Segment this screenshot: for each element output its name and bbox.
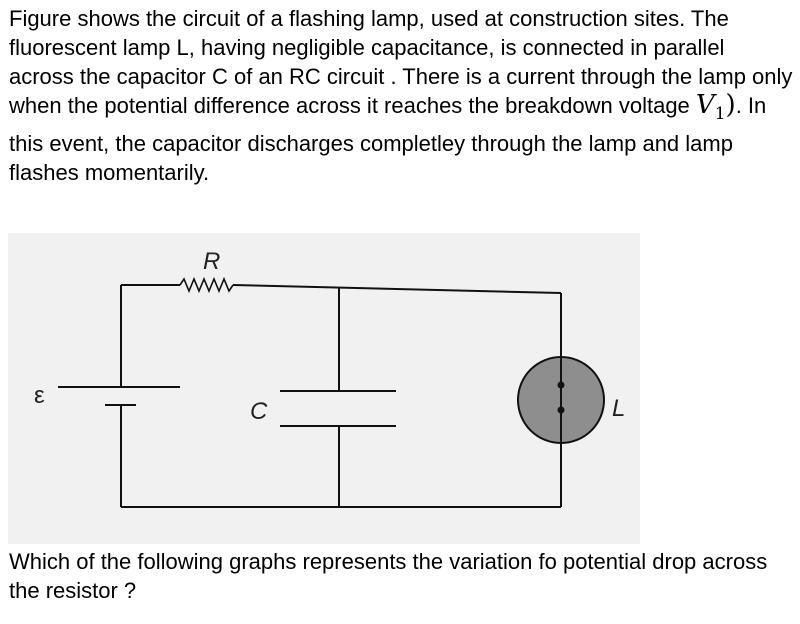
circuit-figure: R ε C L [8, 233, 640, 544]
battery [58, 386, 180, 406]
circuit-wires [120, 276, 562, 508]
lamp [517, 356, 605, 444]
lamp-label: L [612, 395, 625, 422]
lamp-terminal-top [557, 381, 565, 389]
circuit-diagram: R ε C L [34, 248, 625, 508]
resistor-zigzag [179, 276, 234, 294]
symbol-paren: ) [725, 90, 736, 120]
capacitor [280, 390, 396, 427]
breakdown-voltage-symbol: V1) [695, 90, 736, 125]
intro-text-after: . In this event, the capacitor discharge… [9, 93, 767, 186]
lamp-terminal-bottom [557, 406, 565, 414]
intro-text-before: Figure shows the circuit of a flashing l… [9, 6, 793, 118]
symbol-letter: V [695, 90, 715, 120]
symbol-subscript: 1 [714, 104, 726, 125]
resistor-label: R [203, 248, 220, 275]
question-prompt: Which of the following graphs represents… [9, 549, 768, 603]
capacitor-label: C [250, 398, 268, 425]
question-intro: Figure shows the circuit of a flashing l… [9, 4, 794, 187]
wire-top-right [232, 284, 562, 294]
emf-label: ε [34, 382, 45, 409]
